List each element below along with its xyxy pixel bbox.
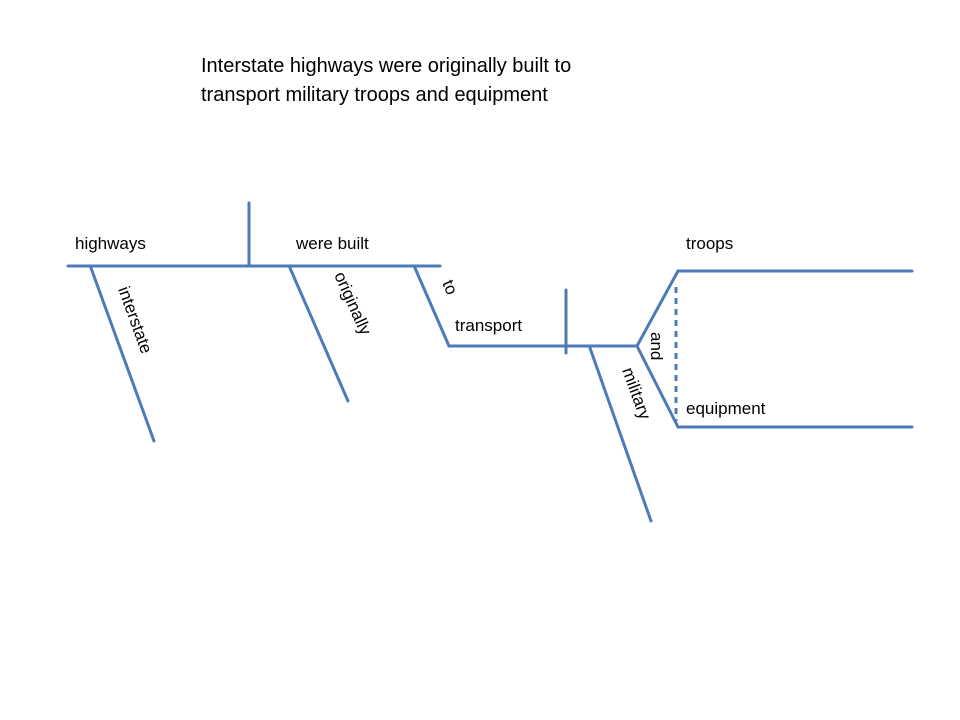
word-military: military <box>618 365 654 423</box>
word-equipment: equipment <box>686 399 766 418</box>
to-slant-line <box>413 266 451 348</box>
word-originally: originally <box>330 269 375 338</box>
sentence-line-1: Interstate highways were originally buil… <box>201 55 572 77</box>
word-and: and <box>647 332 666 360</box>
word-to: to <box>438 277 461 298</box>
compound-fork-upper <box>635 269 680 348</box>
military-slant-line <box>588 346 653 523</box>
word-highways: highways <box>75 234 146 253</box>
sentence-text: Interstate highways were originally buil… <box>201 52 761 110</box>
word-transport: transport <box>455 316 522 335</box>
word-were-built: were built <box>295 234 369 253</box>
interstate-slant-line <box>89 266 156 443</box>
sentence-line-2: transport military troops and equipment <box>201 84 548 106</box>
word-troops: troops <box>686 234 733 253</box>
compound-fork-lower <box>635 344 680 429</box>
originally-slant-line <box>288 266 350 403</box>
